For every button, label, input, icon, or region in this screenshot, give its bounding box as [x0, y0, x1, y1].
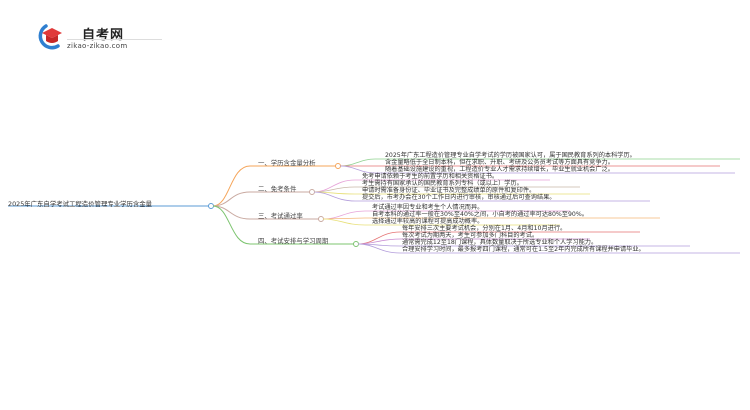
logo-subtitle: zikao-zikao.com	[67, 42, 128, 50]
mindmap-root[interactable]: 2025年广东自学考试工程造价管理专业学历含金量	[8, 200, 153, 208]
leaf-text: 申请时需准备身份证、毕业证书及完整成绩单的原件和复印件。	[362, 187, 536, 194]
leaf-text: 每次考试为期两天，考生可参加多门科目的考试。	[402, 232, 539, 239]
leaf-text: 随着基础设施建设的重视，工程造价专业人才需求持续增长，毕业生就业机会广泛。	[385, 166, 614, 173]
branch-schedule-cycle[interactable]: 四、考试安排与学习周期	[258, 237, 329, 245]
branch-pass-rate[interactable]: 三、考试通过率	[258, 212, 303, 220]
leaf-text: 每年安排三次主要考试机会，分别在1月、4月和10月进行。	[402, 225, 567, 232]
leaf-text: 含金量略低于全日制本科，但在求职、升职、考研及公务员考试等方面具有竞争力。	[385, 159, 614, 166]
leaf-text: 自考本科的通过率一般在30%至40%之间，小自考的通过率可达80%至90%。	[372, 211, 588, 218]
leaf-text: 考生需持有国家承认的国民教育系列专科（或以上）学历。	[362, 180, 523, 187]
leaf-text: 合理安排学习时间，最多报考四门课程，通常可在1.5至2年内完成所有课程并申请毕业…	[402, 246, 645, 253]
leaf-text: 选择通过率较高的课程可提高成功概率。	[372, 218, 484, 225]
leaf-text: 2025年广东工程造价管理专业自学考试的学历被国家认可，属于国民教育系列的本科学…	[385, 152, 636, 159]
branch-exemption-conditions[interactable]: 二、免考条件	[258, 185, 297, 193]
logo-divider	[67, 39, 162, 40]
site-logo[interactable]: 自考网 zikao-zikao.com	[32, 22, 192, 52]
branch-value-analysis[interactable]: 一、学历含金量分析	[258, 159, 316, 167]
leaf-text: 通常需完成12至18门课程，具体数量取决于所选专业和个人学习能力。	[402, 239, 598, 246]
leaf-text: 免考申请依赖于考生的前置学历和相关资格证书。	[362, 173, 499, 180]
graduation-cap-icon	[38, 24, 62, 50]
leaf-text: 考试通过率因专业和考生个人情况而异。	[372, 204, 484, 211]
leaf-text: 提交后，市考办会在30个工作日内进行审核，审核通过后可查询结果。	[362, 194, 556, 201]
